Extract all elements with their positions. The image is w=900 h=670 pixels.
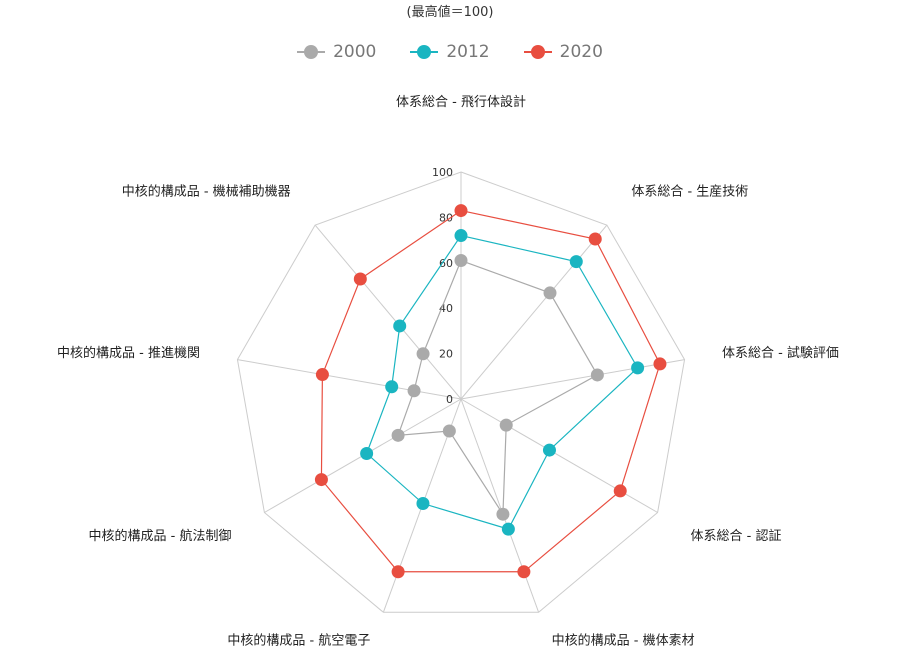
- axis-label: 中核的構成品 - 推進機関: [57, 345, 200, 361]
- data-point-2012: [385, 380, 399, 394]
- chart-subtitle: (最高値＝100): [406, 5, 494, 20]
- series-line-2020: [320, 209, 661, 573]
- r-tick-label: 100: [432, 166, 453, 179]
- axis-label: 中核的構成品 - 航法制御: [89, 528, 232, 544]
- data-point-2020: [391, 565, 405, 579]
- r-tick-label: 60: [439, 257, 453, 270]
- legend-label-2020: 2020: [559, 42, 603, 62]
- data-point-2000: [416, 347, 430, 361]
- data-point-2020: [314, 473, 328, 487]
- r-tick-label: 0: [446, 393, 453, 406]
- data-point-2000: [407, 384, 421, 398]
- chart-legend: 2000 2012 2020: [0, 42, 900, 62]
- series-line-2012: [365, 234, 639, 530]
- data-point-2000: [496, 507, 510, 521]
- legend-marker-2020: [523, 45, 552, 59]
- legend-marker-2012: [410, 45, 439, 59]
- data-point-2012: [454, 229, 468, 243]
- data-point-2000: [590, 368, 604, 382]
- axis-label: 体系総合 - 生産技術: [631, 184, 748, 200]
- data-point-2000: [543, 286, 557, 300]
- data-point-2012: [501, 522, 515, 536]
- data-point-2012: [416, 497, 430, 511]
- data-point-2020: [613, 484, 627, 498]
- grid-spoke: [460, 398, 540, 613]
- legend-item-2020[interactable]: 2020: [523, 42, 603, 62]
- legend-item-2012[interactable]: 2012: [410, 42, 490, 62]
- grid-outer-polygon: [236, 171, 686, 613]
- r-tick-label: 20: [439, 348, 453, 361]
- data-point-2000: [442, 424, 456, 438]
- data-point-2012: [631, 361, 645, 375]
- axis-label: 体系総合 - 飛行体設計: [396, 94, 526, 110]
- grid-spoke: [237, 359, 462, 400]
- data-point-2012: [393, 319, 407, 333]
- data-point-2012: [569, 255, 583, 269]
- legend-label-2000: 2000: [333, 42, 377, 62]
- axis-label: 中核的構成品 - 機械補助機器: [122, 184, 291, 200]
- legend-label-2012: 2012: [446, 42, 490, 62]
- axis-label: 体系総合 - 試験評価: [722, 345, 839, 361]
- data-point-2020: [353, 272, 367, 286]
- axis-label: 中核的構成品 - 機体素材: [552, 633, 695, 649]
- data-point-2020: [517, 565, 531, 579]
- data-point-2012: [360, 446, 374, 460]
- grid-spoke: [460, 224, 608, 400]
- data-point-2020: [454, 204, 468, 218]
- data-point-2000: [454, 254, 468, 268]
- r-tick-label: 80: [439, 211, 453, 224]
- series-line-2000: [397, 259, 599, 517]
- data-point-2020: [315, 368, 329, 382]
- data-point-2020: [588, 232, 602, 246]
- data-point-2000: [499, 418, 513, 432]
- legend-marker-2000: [297, 45, 326, 59]
- grid-spoke: [314, 224, 462, 400]
- data-point-2000: [391, 428, 405, 442]
- legend-item-2000[interactable]: 2000: [297, 42, 376, 62]
- axis-label: 中核的構成品 - 航空電子: [227, 633, 370, 649]
- data-point-2020: [653, 357, 667, 371]
- axis-label: 体系総合 - 認証: [690, 528, 781, 544]
- data-point-2012: [542, 443, 556, 457]
- grid-spoke: [460, 359, 685, 400]
